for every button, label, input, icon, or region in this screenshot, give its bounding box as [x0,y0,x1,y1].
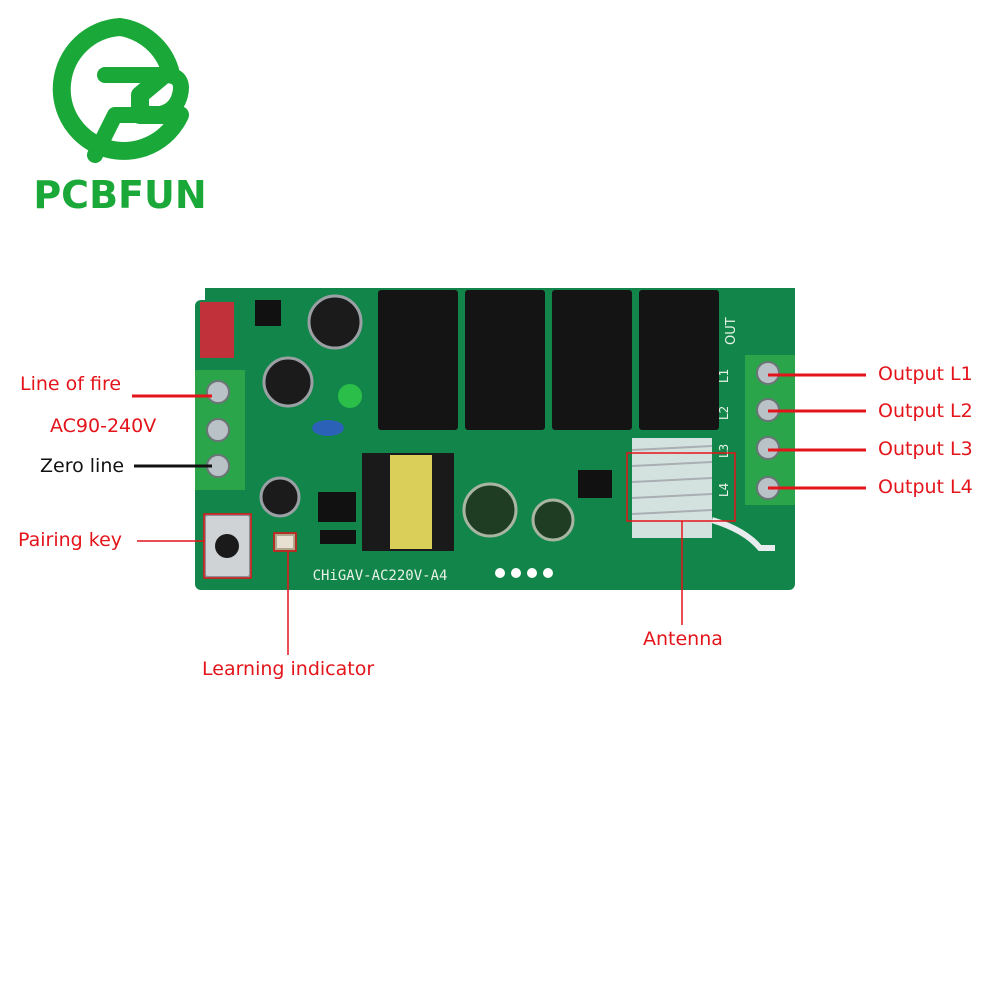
logo-mark-inner [87,67,189,163]
rectifier [255,300,281,326]
relay-4 [639,290,719,430]
terminal-screw-mid [206,418,230,442]
channel-mark-l3: L3 [717,444,731,458]
diode [320,530,356,544]
green-capacitor [338,384,362,408]
capacitor-bottom-left [259,476,301,518]
channel-mark-l1: L1 [717,369,731,383]
rf-module-chip [578,470,612,498]
label-antenna: Antenna [643,628,723,650]
label-line-of-fire: Line of fire [20,373,122,395]
channel-mark-l4: L4 [717,483,731,497]
terminal-screw-l1 [756,361,780,385]
label-output-l2: Output L2 [878,400,973,422]
ic-chip [318,492,356,522]
capacitor-mid [462,482,518,538]
terminal-screw-l3 [756,436,780,460]
label-output-l4: Output L4 [878,476,973,498]
label-output-l3: Output L3 [878,438,973,460]
pcbfun-logo: PCBFUN [33,18,207,215]
label-voltage: AC90-240V [50,415,157,437]
out-header: OUT [724,317,739,345]
capacitor-right [531,498,575,542]
relay-2 [465,290,545,430]
label-output-l1: Output L1 [878,363,973,385]
transformer-core [390,455,432,549]
capacitor-top [307,294,363,350]
blue-capacitor [312,420,344,436]
channel-mark-l2: L2 [717,406,731,420]
terminal-screw-fire [206,380,230,404]
brand-name: PCBFUN [33,173,206,215]
label-zero-line: Zero line [40,455,125,477]
pairing-button-cap [215,534,239,558]
fuse [200,302,234,358]
highlight-antenna [626,452,736,522]
relay-1 [378,290,458,430]
label-learning-indicator: Learning indicator [202,658,375,680]
logo-mark [52,18,189,160]
highlight-pairing-key [203,513,252,579]
capacitor-left [262,356,314,408]
highlight-learning-led [273,532,297,552]
relay-3 [552,290,632,430]
label-pairing-key: Pairing key [18,529,123,551]
learning-led [275,534,295,550]
board-silkscreen: CHiGAV-AC220V-A4 [313,568,448,584]
